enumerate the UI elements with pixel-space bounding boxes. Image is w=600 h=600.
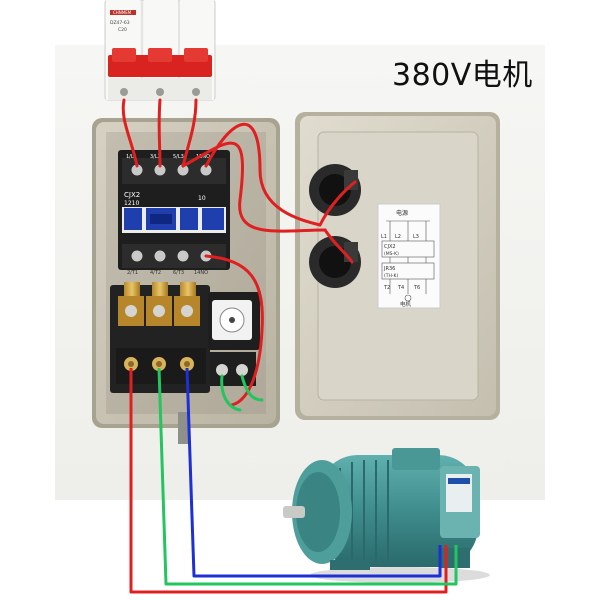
contactor-aux: 10	[198, 195, 206, 202]
diagram-output-t2: T2	[383, 285, 390, 291]
enclosure-lid: 电源 L1 L2 L3 CJX2 (MS-K) JR36 (TH-K) T2 T…	[295, 112, 500, 420]
diagram-phase-l3: L3	[413, 234, 419, 240]
contactor-top-terminal-5: 5/L3	[173, 154, 184, 160]
cable-gland-bottom	[309, 236, 361, 288]
contactor-model: CJX2	[124, 191, 140, 199]
diagram-phase-l1: L1	[381, 234, 387, 240]
page-title: 380V电机	[392, 58, 533, 93]
electric-motor	[283, 448, 490, 583]
internal-wiring	[121, 98, 357, 412]
contactor-number: 1210	[124, 200, 139, 207]
diagram-motor-label: 电机	[400, 300, 412, 308]
contactor-top-terminal-1: 1/L1	[126, 154, 137, 160]
contactor-bottom-terminal-6: 6/T3	[173, 270, 184, 276]
motor-feeder-wires	[129, 367, 458, 594]
diagram-contactor-sub: (MS-K)	[384, 251, 399, 257]
diagram-contactor: CJX2	[384, 244, 396, 250]
diagram-relay: JR36	[383, 266, 395, 272]
circuit-breaker: CHNMEM DZ47-63 C20	[104, 0, 216, 101]
breaker-brand: CHNMEM	[113, 10, 132, 15]
diagram-phase-l2: L2	[395, 234, 401, 240]
diagram-output-t6: T6	[413, 285, 420, 291]
contactor-top-terminal-3: 3/L2	[150, 154, 161, 160]
breaker-model: DZ47-63	[110, 20, 130, 26]
breaker-rating: C20	[118, 27, 127, 33]
thermal-overload-relay	[110, 282, 260, 393]
contactor-bottom-terminal-4: 4/T2	[150, 270, 161, 276]
contactor-top-terminal-13: 13NO	[196, 154, 210, 160]
diagram-source-label: 电源	[396, 209, 408, 217]
cable-gland-top	[309, 164, 361, 216]
wiring-diagram-label: 电源 L1 L2 L3 CJX2 (MS-K) JR36 (TH-K) T2 T…	[377, 203, 441, 309]
diagram-relay-sub: (TH-K)	[384, 273, 398, 279]
contactor-bottom-terminal-14: 14NO	[194, 270, 208, 276]
contactor-bottom-terminal-2: 2/T1	[127, 270, 138, 276]
diagram-output-t4: T4	[397, 285, 404, 291]
